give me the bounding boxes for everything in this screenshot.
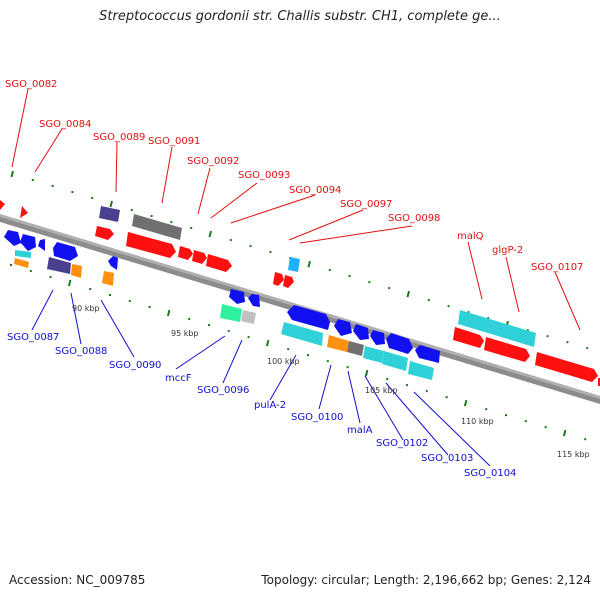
gene-malA[interactable] xyxy=(347,341,364,356)
label-SGO_0098[interactable]: SGO_0098 xyxy=(388,213,440,224)
major-tick xyxy=(265,339,270,347)
major-tick xyxy=(10,170,14,178)
tick-marks-reverse xyxy=(10,264,587,441)
gene-SGO_0104[interactable] xyxy=(408,361,434,380)
label-SGO_0089[interactable]: SGO_0089 xyxy=(93,132,145,143)
gene-SGO_0089-box[interactable] xyxy=(99,206,120,222)
scale-labels: 90 kbp 95 kbp 100 kbp 105 kbp 110 kbp 11… xyxy=(72,304,590,459)
reverse-connectors xyxy=(31,289,491,467)
label-SGO_0100[interactable]: SGO_0100 xyxy=(291,412,343,423)
gene-rev-4[interactable] xyxy=(53,242,78,261)
major-tick xyxy=(109,200,113,208)
major-tick xyxy=(463,399,468,407)
label-SGO_0102[interactable]: SGO_0102 xyxy=(376,438,428,449)
label-SGO_0104[interactable]: SGO_0104 xyxy=(464,468,516,479)
label-SGO_0087[interactable]: SGO_0087 xyxy=(7,332,59,343)
gene-SGO_0084[interactable] xyxy=(20,206,28,218)
gene-malQ[interactable] xyxy=(453,327,484,348)
forward-connectors xyxy=(11,88,581,331)
gene-rev-9[interactable] xyxy=(386,333,413,354)
major-tick xyxy=(307,260,311,268)
accession-text: Accession: NC_009785 xyxy=(9,573,146,587)
gene-SGO_0093[interactable] xyxy=(192,250,207,264)
gene-SGO_0103[interactable] xyxy=(382,351,408,371)
gene-SGO_0102[interactable] xyxy=(363,346,384,363)
backbone-highlight xyxy=(0,214,600,399)
major-tick xyxy=(166,309,171,317)
label-SGO_0097[interactable]: SGO_0097 xyxy=(340,199,392,210)
gene-SGO_0087-cyan[interactable] xyxy=(15,250,31,258)
gene-SGO_0097-box[interactable] xyxy=(288,257,300,272)
gene-rev-8[interactable] xyxy=(370,330,385,345)
gene-mccF[interactable] xyxy=(220,304,242,322)
gene-pulA-2[interactable] xyxy=(281,322,323,346)
gene-SGO_0088[interactable] xyxy=(71,264,82,278)
label-malA[interactable]: malA xyxy=(347,425,373,436)
label-SGO_0094[interactable]: SGO_0094 xyxy=(289,185,341,196)
gene-SGO_0098[interactable] xyxy=(283,275,294,288)
gene-rev-1[interactable] xyxy=(4,230,21,246)
label-SGO_0093[interactable]: SGO_0093 xyxy=(238,170,290,181)
gene-SGO_0100[interactable] xyxy=(327,335,349,352)
major-tick xyxy=(364,369,369,377)
scale-label-105: 105 kbp xyxy=(365,386,398,395)
gene-SGO_0082[interactable] xyxy=(0,200,5,210)
tick-marks-forward xyxy=(10,170,589,350)
gene-pulA-2-blue[interactable] xyxy=(287,305,330,330)
forward-labels: SGO_0082 SGO_0084 SGO_0089 SGO_0091 SGO_… xyxy=(5,79,583,273)
label-SGO_0090[interactable]: SGO_0090 xyxy=(109,360,161,371)
topology-summary: Topology: circular; Length: 2,196,662 bp… xyxy=(261,573,591,587)
gene-SGO_0087[interactable] xyxy=(14,258,29,268)
gene-rev-2[interactable] xyxy=(20,234,36,251)
gene-rev-5[interactable] xyxy=(108,256,118,270)
gene-SGO_0088-navy[interactable] xyxy=(47,257,71,274)
gene-SGO_0090[interactable] xyxy=(102,271,114,286)
gene-SGO_0091-gray[interactable] xyxy=(132,214,182,240)
reverse-labels: SGO_0087 SGO_0088 SGO_0090 mccF SGO_0096… xyxy=(7,332,516,479)
gene-SGO_0091[interactable] xyxy=(126,232,176,258)
gene-rev-6[interactable] xyxy=(334,319,352,336)
gene-rev-10[interactable] xyxy=(415,345,440,363)
label-malQ[interactable]: malQ xyxy=(457,231,484,242)
gene-rev-3[interactable] xyxy=(38,239,45,251)
label-SGO_0103[interactable]: SGO_0103 xyxy=(421,453,473,464)
label-SGO_0096[interactable]: SGO_0096 xyxy=(197,385,249,396)
major-tick xyxy=(208,230,212,238)
scale-label-110: 110 kbp xyxy=(461,417,494,426)
scale-label-100: 100 kbp xyxy=(267,357,300,366)
major-tick xyxy=(406,290,410,298)
label-SGO_0082[interactable]: SGO_0082 xyxy=(5,79,57,90)
gene-SGO_0094[interactable] xyxy=(206,254,232,272)
gene-rev-7[interactable] xyxy=(353,324,369,340)
genome-title: Streptococcus gordonii str. Challis subs… xyxy=(99,9,501,24)
forward-genes xyxy=(0,200,600,386)
scale-label-115: 115 kbp xyxy=(557,450,590,459)
major-tick xyxy=(562,429,567,437)
gene-SGO_0107[interactable] xyxy=(535,352,598,382)
gene-mccF-blue[interactable] xyxy=(229,289,245,304)
gene-glgP-2[interactable] xyxy=(484,337,530,362)
label-SGO_0092[interactable]: SGO_0092 xyxy=(187,156,239,167)
gene-SGO_0092[interactable] xyxy=(178,246,193,260)
scale-label-95: 95 kbp xyxy=(171,329,199,338)
major-tick xyxy=(67,279,72,287)
label-SGO_0107[interactable]: SGO_0107 xyxy=(531,262,583,273)
reverse-genes xyxy=(4,230,440,380)
gene-SGO_0089[interactable] xyxy=(95,226,114,240)
label-glgP-2[interactable]: glgP-2 xyxy=(492,245,523,256)
label-SGO_0088[interactable]: SGO_0088 xyxy=(55,346,107,357)
gene-mccF-blue2[interactable] xyxy=(248,294,260,307)
gene-SGO_0097[interactable] xyxy=(273,272,284,286)
label-SGO_0084[interactable]: SGO_0084 xyxy=(39,119,91,130)
scale-label-90: 90 kbp xyxy=(72,304,100,313)
label-pulA-2[interactable]: pulA-2 xyxy=(254,400,286,411)
label-SGO_0091[interactable]: SGO_0091 xyxy=(148,136,200,147)
gene-SGO_0096[interactable] xyxy=(241,310,256,324)
gene-malQ-cyan[interactable] xyxy=(458,310,536,347)
label-mccF[interactable]: mccF xyxy=(165,373,192,384)
